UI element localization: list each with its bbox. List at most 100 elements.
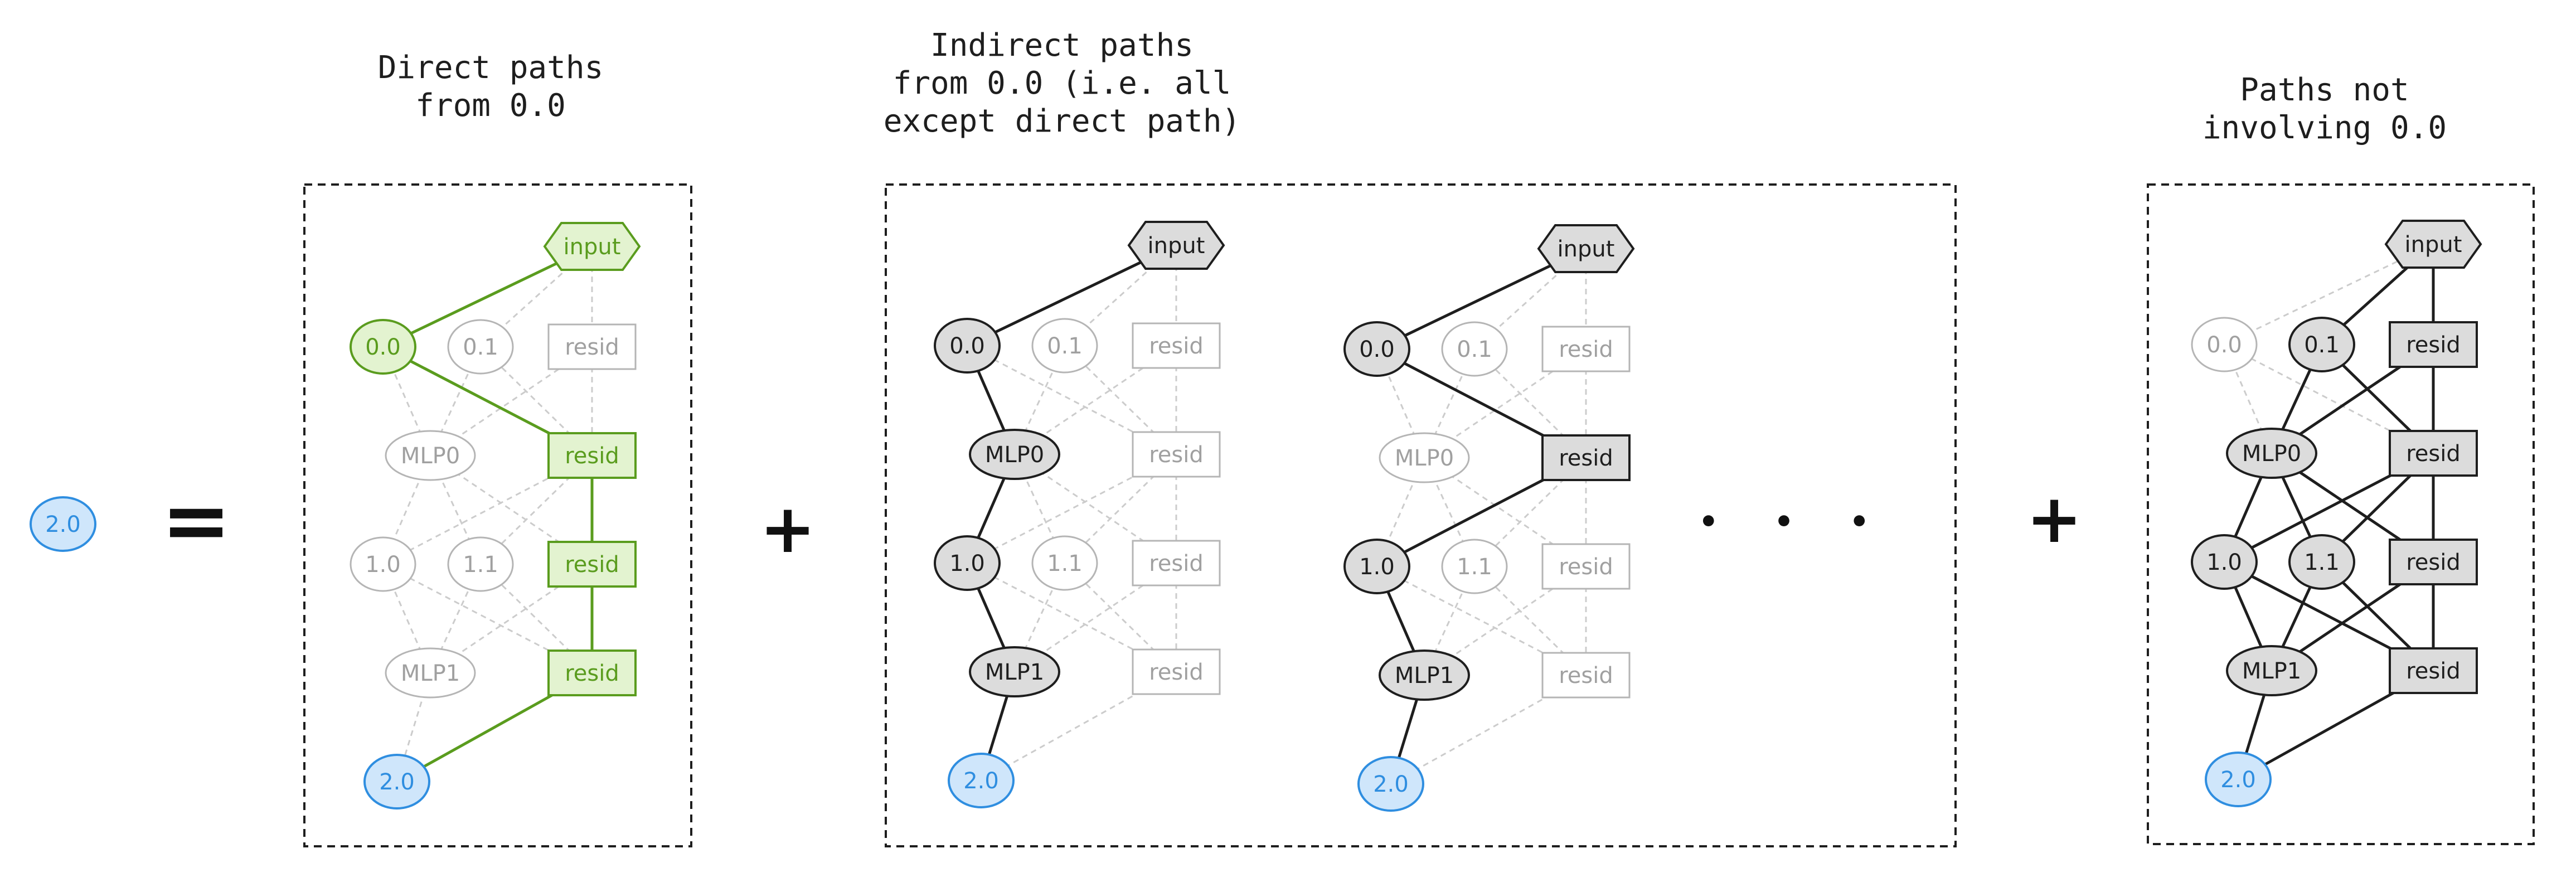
node-r2: resid: [2389, 539, 2478, 585]
node-mlp1-label: MLP1: [2242, 658, 2301, 684]
title-indirect-paths: Indirect paths from 0.0 (i.e. all except…: [884, 27, 1241, 139]
node-r1: resid: [1541, 434, 1631, 481]
node-h11-label: 1.1: [2304, 550, 2340, 575]
node-h11-label: 1.1: [463, 552, 498, 578]
node-input-shape: [543, 222, 641, 271]
node-h11-label: 1.1: [1457, 554, 1492, 580]
node-r2: resid: [547, 541, 637, 588]
equals-sign: =: [161, 472, 231, 569]
node-r1-shape: [1132, 431, 1221, 478]
node-h10-label: 1.0: [1359, 554, 1395, 580]
node-h01-label: 0.1: [1457, 337, 1492, 362]
node-input-label: input: [1558, 236, 1615, 262]
title-direct-line-2: from 0.0: [415, 88, 566, 124]
node-r2-shape: [2389, 539, 2478, 585]
node-h10: 1.0: [1343, 539, 1410, 594]
node-h20: 2.0: [2205, 752, 2272, 807]
node-mlp1-label: MLP1: [1395, 663, 1454, 689]
node-h20-label: 2.0: [379, 769, 415, 795]
node-h00: 0.0: [2191, 317, 2258, 372]
node-mlp1-shape: [385, 647, 476, 699]
title-indirect-line-1: Indirect paths: [930, 27, 1194, 64]
lhs-node-2-0-label: 2.0: [45, 512, 81, 537]
node-h10-shape: [350, 536, 416, 592]
node-input-shape: [1537, 224, 1635, 273]
node-h20-label: 2.0: [963, 768, 999, 794]
node-h00: 0.0: [350, 319, 416, 375]
node-r2-shape: [1541, 543, 1631, 590]
node-input: input: [2384, 220, 2482, 269]
node-mlp0-label: MLP0: [1395, 445, 1454, 471]
node-h00-shape: [934, 318, 1001, 374]
node-r3-label: resid: [1149, 660, 1204, 685]
node-r3-shape: [547, 650, 637, 696]
node-mlp0-label: MLP0: [985, 442, 1044, 468]
node-mlp1-shape: [969, 646, 1060, 697]
node-h11: 1.1: [447, 536, 514, 592]
node-h20: 2.0: [948, 753, 1015, 808]
node-r1-shape: [1541, 434, 1631, 481]
node-mlp0-shape: [1379, 432, 1470, 483]
node-h20-shape: [1357, 756, 1424, 812]
node-h00-shape: [350, 319, 416, 375]
node-h11-shape: [2288, 534, 2355, 590]
node-r1-label: resid: [565, 443, 619, 469]
node-input: input: [1127, 221, 1225, 270]
title-direct-line-1: Direct paths: [378, 50, 604, 86]
node-mlp0-shape: [385, 430, 476, 481]
node-r1: resid: [1132, 431, 1221, 478]
node-input: input: [543, 222, 641, 271]
node-h01-shape: [1441, 321, 1508, 377]
node-r3: resid: [1541, 652, 1631, 699]
node-r0: resid: [1132, 322, 1221, 369]
node-h11: 1.1: [1031, 535, 1098, 591]
node-h11-shape: [1441, 539, 1508, 594]
node-mlp0-shape: [969, 429, 1060, 480]
node-h00-shape: [2191, 317, 2258, 372]
node-r3-label: resid: [1559, 663, 1613, 689]
node-h00-label: 0.0: [949, 333, 985, 359]
frame-direct: [303, 183, 692, 847]
node-r3-shape: [1541, 652, 1631, 699]
node-h00-shape: [1343, 321, 1410, 377]
node-h20: 2.0: [1357, 756, 1424, 812]
frame-indirect: [885, 183, 1957, 847]
node-h01-label: 0.1: [463, 335, 498, 360]
node-mlp1-label: MLP1: [401, 661, 460, 686]
node-h11-shape: [447, 536, 514, 592]
node-h01: 0.1: [447, 319, 514, 375]
node-r3: resid: [2389, 647, 2478, 694]
node-mlp1: MLP1: [969, 646, 1060, 697]
node-mlp0: MLP0: [385, 430, 476, 481]
node-h10: 1.0: [350, 536, 416, 592]
node-r2: resid: [1132, 540, 1221, 587]
title-indirect-line-2: from 0.0 (i.e. all: [893, 65, 1231, 101]
plus-sign-2: +: [2026, 481, 2083, 558]
node-h01-label: 0.1: [1047, 333, 1083, 359]
node-h01: 0.1: [1441, 321, 1508, 377]
node-r2-shape: [1132, 540, 1221, 587]
node-h10-shape: [934, 535, 1001, 591]
node-h20-label: 2.0: [2220, 767, 2256, 793]
node-h01: 0.1: [2288, 317, 2355, 372]
node-r1-shape: [547, 432, 637, 479]
node-mlp0: MLP0: [1379, 432, 1470, 483]
title-direct-paths: Direct paths from 0.0: [378, 50, 604, 124]
node-h01-shape: [447, 319, 514, 375]
title-indirect-line-3: except direct path): [884, 103, 1241, 139]
faint-edge-r3-h20: [1390, 674, 1587, 785]
node-r0-shape: [547, 323, 637, 370]
node-mlp0-label: MLP0: [2242, 441, 2301, 467]
node-h11-label: 1.1: [1047, 551, 1083, 576]
node-h00-label: 0.0: [365, 335, 401, 360]
node-h11: 1.1: [2288, 534, 2355, 590]
node-h20: 2.0: [363, 754, 430, 810]
node-h10-label: 1.0: [949, 551, 985, 576]
node-h10-shape: [2191, 534, 2258, 590]
node-mlp1: MLP1: [2226, 645, 2317, 696]
node-r0-label: resid: [1149, 333, 1204, 359]
